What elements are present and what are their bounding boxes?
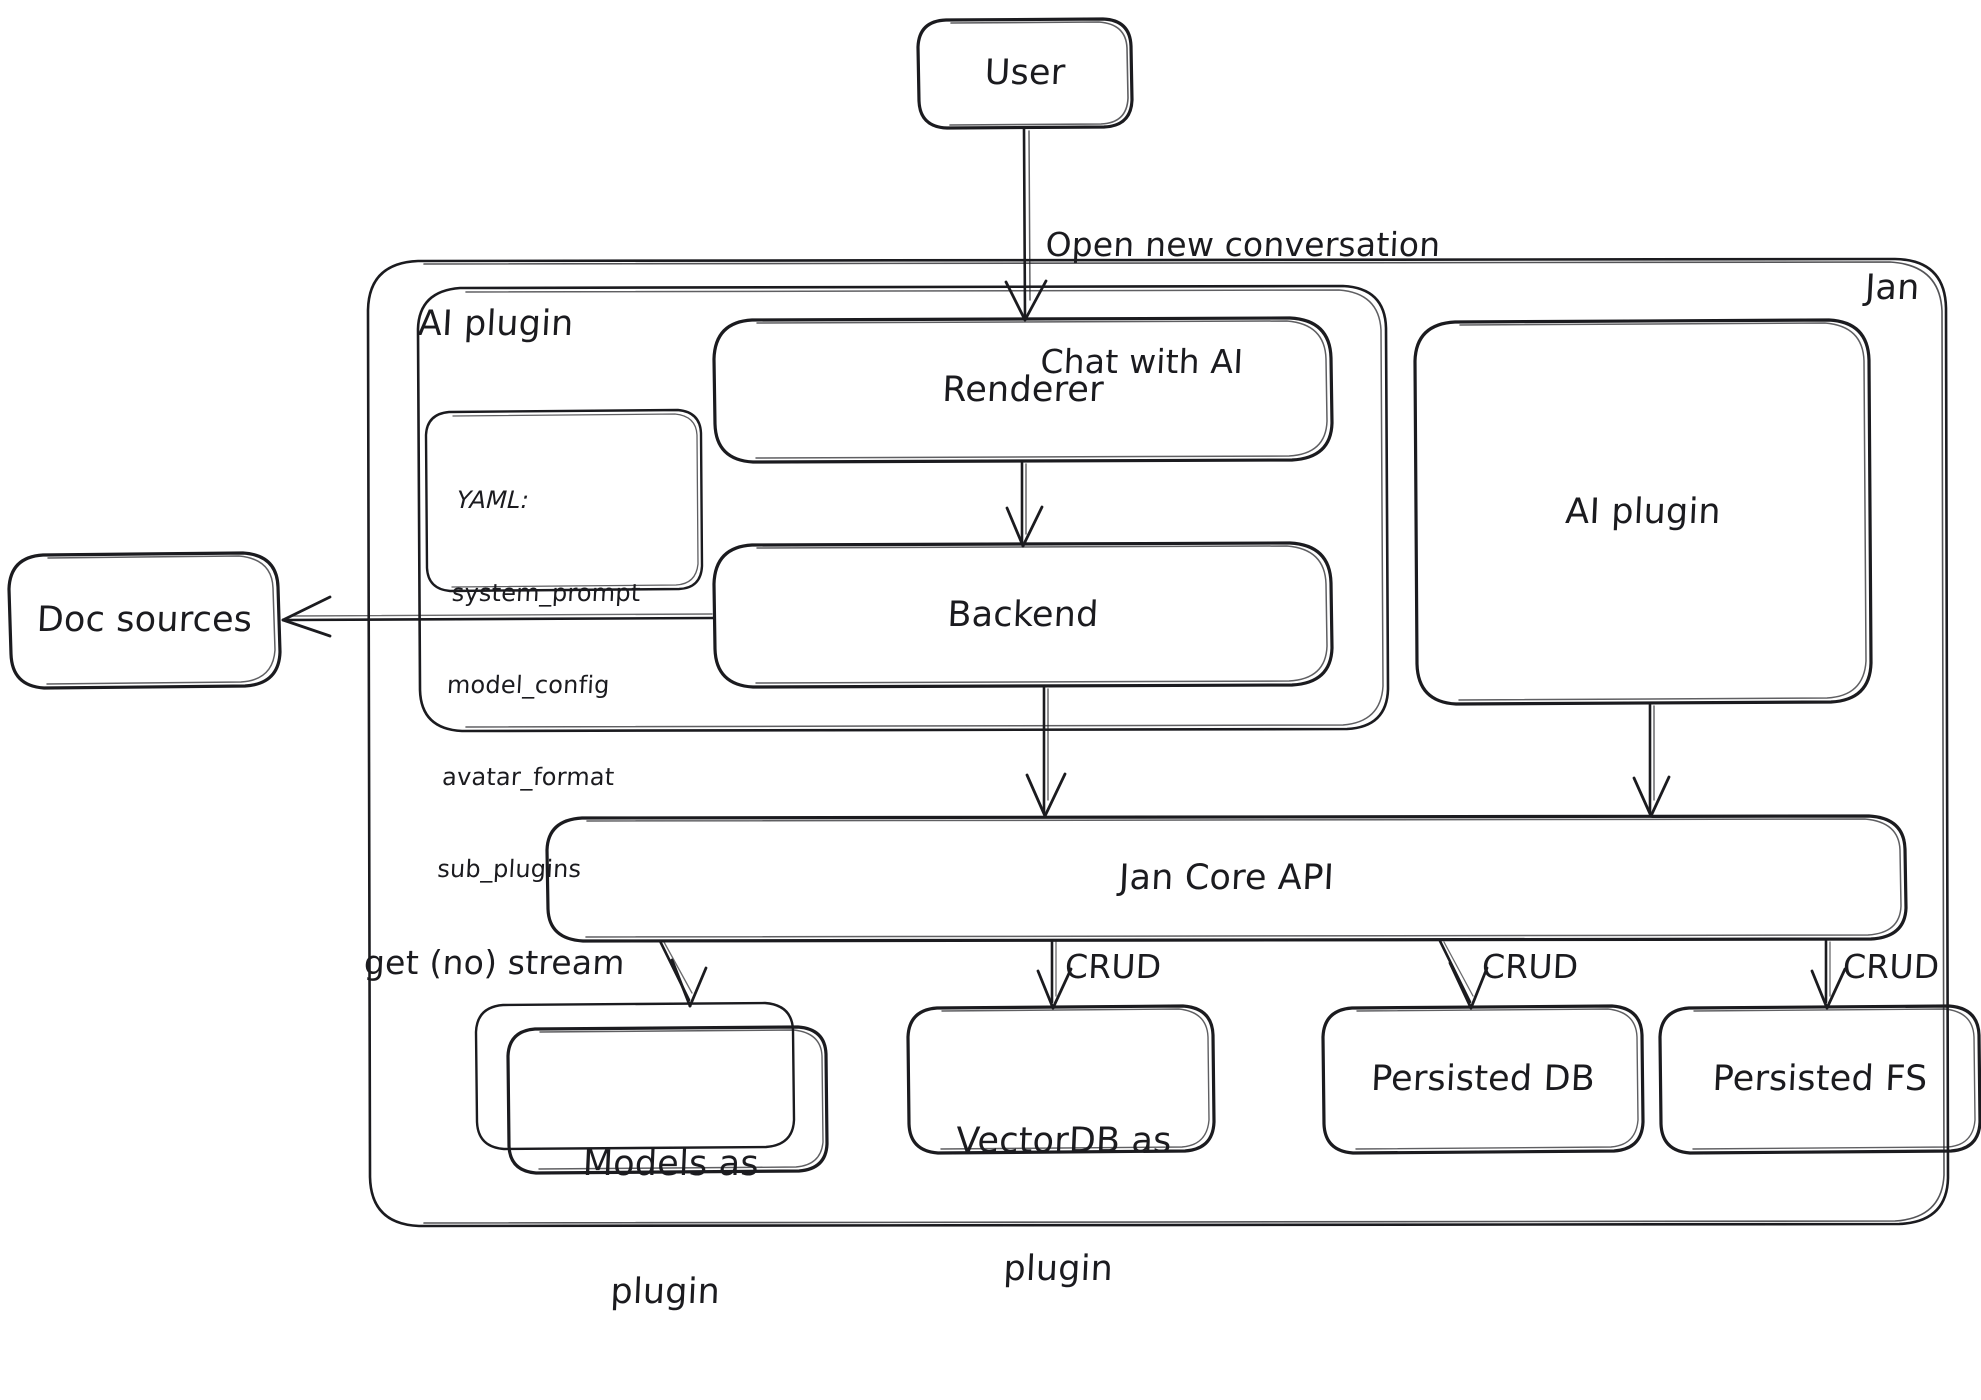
edge-core-to-persisted-db xyxy=(1438,939,1489,1010)
edge-label-get-no-stream: get (no) stream xyxy=(363,943,626,982)
container-jan-shape xyxy=(366,257,1950,1228)
architecture-diagram-canvas: Jan AI plugin User Renderer Backend AI p… xyxy=(7,17,1981,1313)
node-yaml-card-shape xyxy=(424,408,704,593)
container-ai-plugin-group-shape xyxy=(416,284,1390,733)
node-label-vectordb-plugin-line2: plugin xyxy=(1002,1249,1114,1290)
node-label-backend[interactable]: Backend xyxy=(946,595,1100,636)
yaml-key-sub-plugins: sub_plugins xyxy=(436,855,582,884)
node-jan-core-api-shape xyxy=(545,814,1908,943)
node-label-persisted-db[interactable]: Persisted DB xyxy=(1370,1058,1596,1099)
node-doc-sources-shape xyxy=(7,551,282,690)
edge-renderer-to-backend xyxy=(1005,460,1044,548)
edge-label-crud-persisted-fs: CRUD xyxy=(1842,947,1941,986)
node-label-user[interactable]: User xyxy=(983,53,1067,94)
edge-backend-to-doc-sources xyxy=(281,595,716,638)
node-ai-plugin-right-shape xyxy=(1413,318,1873,706)
edge-user-to-renderer xyxy=(1004,127,1048,322)
node-backend-shape xyxy=(712,541,1334,689)
node-label-doc-sources[interactable]: Doc sources xyxy=(35,599,254,640)
node-label-models-plugin-line1: Models as xyxy=(581,1144,760,1185)
edge-core-to-persisted-fs xyxy=(1810,939,1847,1010)
edge-core-to-vectordb xyxy=(1036,939,1073,1010)
node-persisted-fs-shape xyxy=(1658,1004,1981,1155)
node-vectordb-plugin-shape xyxy=(906,1004,1216,1155)
yaml-heading: YAML: xyxy=(455,486,530,515)
node-user-shape xyxy=(916,17,1134,130)
edge-label-user-flow: Open new conversation Chat with AI xyxy=(1036,148,1444,460)
yaml-key-system-prompt: system_prompt xyxy=(451,578,642,607)
container-label-jan: Jan xyxy=(1863,268,1921,308)
node-persisted-db-shape xyxy=(1321,1004,1645,1155)
edge-label-user-flow-line1: Open new conversation xyxy=(1044,224,1442,264)
node-label-jan-core-api[interactable]: Jan Core API xyxy=(1118,857,1335,898)
node-label-models-plugin[interactable]: Models as plugin xyxy=(502,1058,835,1400)
node-label-vectordb-plugin-line1: VectorDB as xyxy=(955,1121,1173,1162)
node-renderer-shape xyxy=(712,316,1334,464)
yaml-key-avatar-format: avatar_format xyxy=(441,762,616,791)
yaml-config-card: YAML: system_prompt model_config avatar_… xyxy=(433,424,708,946)
node-label-models-plugin-line2: plugin xyxy=(609,1272,721,1313)
container-label-ai-plugin-group: AI plugin xyxy=(416,304,575,344)
diagram-vector-layer xyxy=(7,17,1981,1228)
node-label-vectordb-plugin[interactable]: VectorDB as plugin xyxy=(901,1035,1222,1377)
node-label-persisted-fs[interactable]: Persisted FS xyxy=(1711,1058,1929,1099)
edge-aiplugin-to-core xyxy=(1632,702,1671,818)
edge-core-to-models xyxy=(658,939,708,1008)
edge-label-crud-vectordb: CRUD xyxy=(1064,947,1163,986)
edge-backend-to-core xyxy=(1025,685,1067,818)
edge-label-crud-persisted-db: CRUD xyxy=(1481,947,1580,986)
node-models-plugin-shape xyxy=(474,1001,829,1175)
node-label-ai-plugin-right[interactable]: AI plugin xyxy=(1564,492,1722,533)
yaml-key-model-config: model_config xyxy=(446,670,611,699)
edge-label-user-flow-line2: Chat with AI xyxy=(1039,341,1245,381)
